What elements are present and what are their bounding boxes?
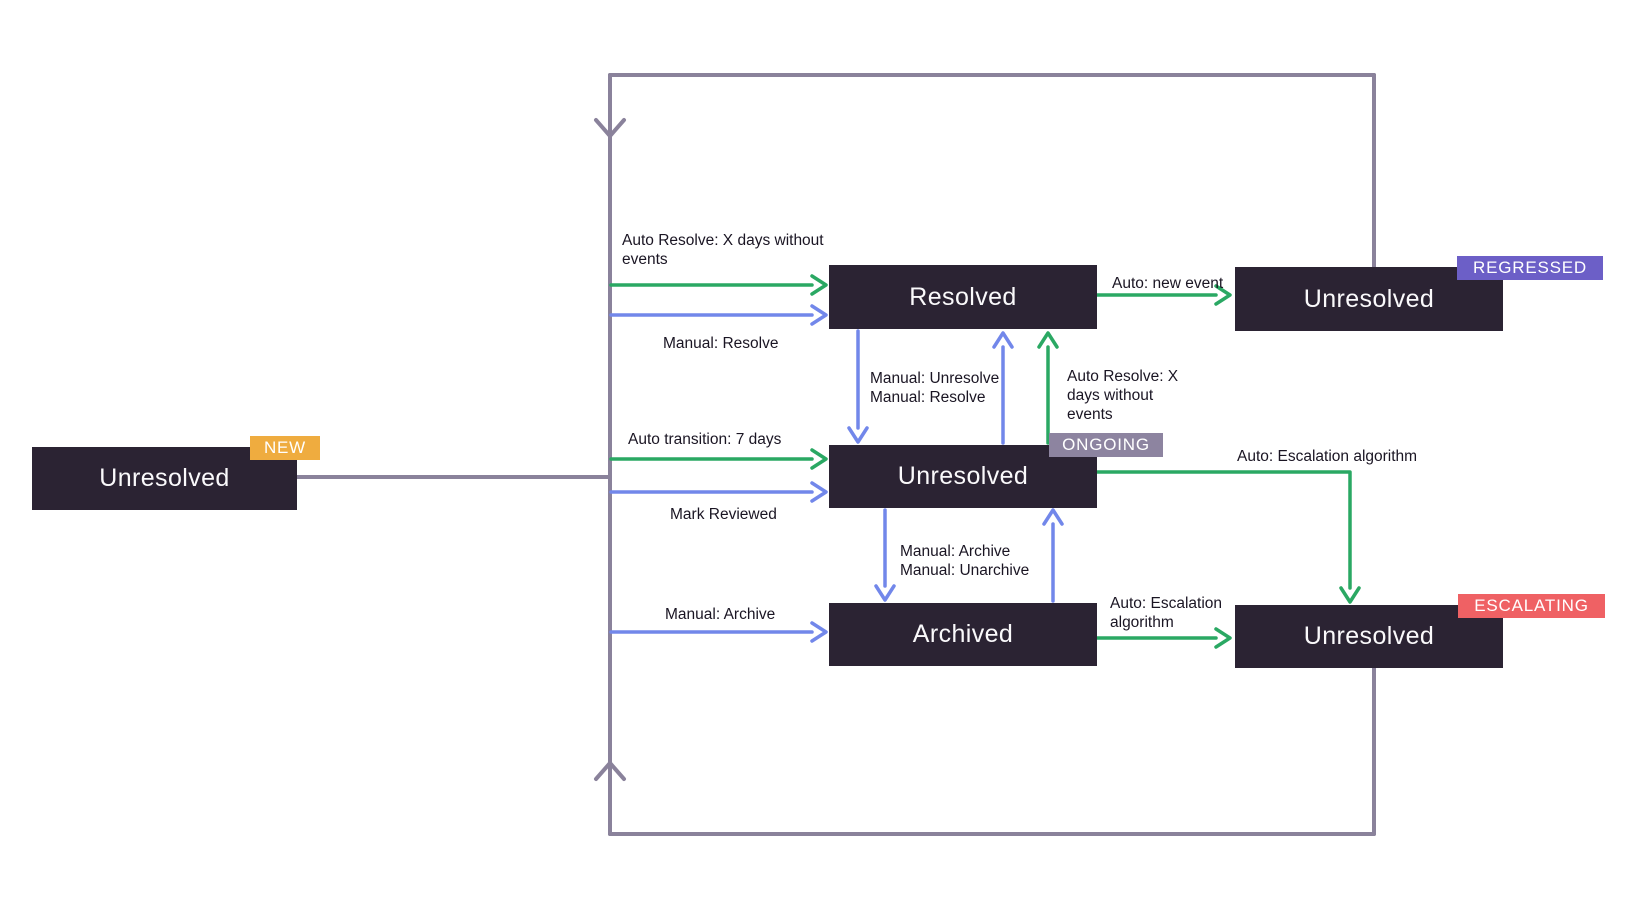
badge-label: NEW <box>263 438 307 457</box>
edge-label-line: Manual: Archive <box>900 543 1011 560</box>
node-label: Unresolved <box>1303 622 1435 650</box>
edge-label-manual-archive-unarchive: Manual: Archive Manual: Unarchive <box>900 542 1029 580</box>
badge-label: ONGOING <box>1062 435 1150 454</box>
edge-label-auto-transition: Auto transition: 7 days <box>628 430 781 449</box>
edge-label-manual-archive-to-archived: Manual: Archive <box>665 605 775 624</box>
edge-label-line: Auto Resolve: X days without <box>622 232 824 249</box>
edge-label-line: Manual: Resolve <box>870 389 986 406</box>
edge-label-auto-escalation-from-archived: Auto: Escalation algorithm <box>1110 594 1222 632</box>
node-resolved: Resolved <box>829 265 1097 329</box>
arrowhead-manual-resolve-to-resolved-icon <box>810 304 828 326</box>
badge-escalating: ESCALATING <box>1458 594 1605 618</box>
badge-regressed: REGRESSED <box>1457 256 1603 280</box>
node-archived: Archived <box>829 603 1097 666</box>
edge-label-line: Auto Resolve: X <box>1067 368 1179 385</box>
node-label: Unresolved <box>897 462 1029 490</box>
node-label: Resolved <box>909 282 1017 311</box>
badge-new: NEW <box>250 436 320 460</box>
edge-label-line: Manual: Archive <box>665 606 776 623</box>
badge-label: REGRESSED <box>1473 258 1587 277</box>
edge-label-line: days without <box>1067 387 1154 404</box>
edge-label-line: events <box>1067 406 1113 423</box>
arrowhead-manual-unresolve-icon <box>847 426 869 444</box>
edge-label-auto-escalation-from-ongoing: Auto: Escalation algorithm <box>1237 447 1417 466</box>
arrowhead-manual-archive-icon <box>874 584 896 602</box>
edge-label-line: Auto: new event <box>1112 275 1224 292</box>
edge-label-auto-new-event: Auto: new event <box>1112 274 1223 293</box>
edge-label-line: Manual: Unresolve <box>870 370 1000 387</box>
arrowhead-auto-escalation-from-ongoing-icon <box>1339 586 1361 604</box>
edge-label-line: Mark Reviewed <box>670 506 777 523</box>
edge-label-auto-resolve-to-resolved: Auto Resolve: X days without events <box>622 231 824 269</box>
node-label: Archived <box>912 620 1014 648</box>
node-label: Unresolved <box>99 464 230 492</box>
arrowhead-manual-archive-to-archived-icon <box>810 621 828 643</box>
edge-label-line: Auto: Escalation <box>1110 595 1223 612</box>
edge-label-manual-unresolve-resolve: Manual: Unresolve Manual: Resolve <box>870 369 999 407</box>
edge-label-line: Manual: Resolve <box>663 335 779 352</box>
arrowhead-mark-reviewed-icon <box>810 481 828 503</box>
edge-label-mark-reviewed: Mark Reviewed <box>670 505 777 524</box>
arrowhead-auto-escalation-from-archived-icon <box>1214 627 1232 649</box>
node-label: Unresolved <box>1303 284 1435 313</box>
arrowhead-manual-resolve-from-ongoing-icon <box>992 331 1014 349</box>
edge-label-auto-resolve-from-ongoing: Auto Resolve: X days without events <box>1067 367 1178 424</box>
badge-ongoing: ONGOING <box>1049 433 1163 457</box>
arrowhead-auto-new-event-icon <box>1214 284 1232 306</box>
badge-label: ESCALATING <box>1474 596 1589 615</box>
arrowhead-auto-resolve-to-resolved-icon <box>810 274 828 296</box>
arrow-auto-escalation-from-ongoing <box>1095 470 1352 590</box>
arrowhead-manual-unarchive-icon <box>1042 508 1064 526</box>
edge-label-line: Manual: Unarchive <box>900 562 1030 579</box>
arrowhead-auto-resolve-from-ongoing-icon <box>1037 331 1059 349</box>
loop-arrowhead-up-icon <box>594 761 626 781</box>
loop-arrowhead-down-icon <box>594 118 626 138</box>
arrowhead-auto-transition-icon <box>810 448 828 470</box>
edge-label-line: algorithm <box>1110 614 1174 631</box>
edge-label-manual-resolve-to-resolved: Manual: Resolve <box>663 334 778 353</box>
edge-label-line: Auto: Escalation algorithm <box>1237 448 1418 465</box>
edge-label-line: events <box>622 251 668 268</box>
edge-label-line: Auto transition: 7 days <box>628 431 782 448</box>
